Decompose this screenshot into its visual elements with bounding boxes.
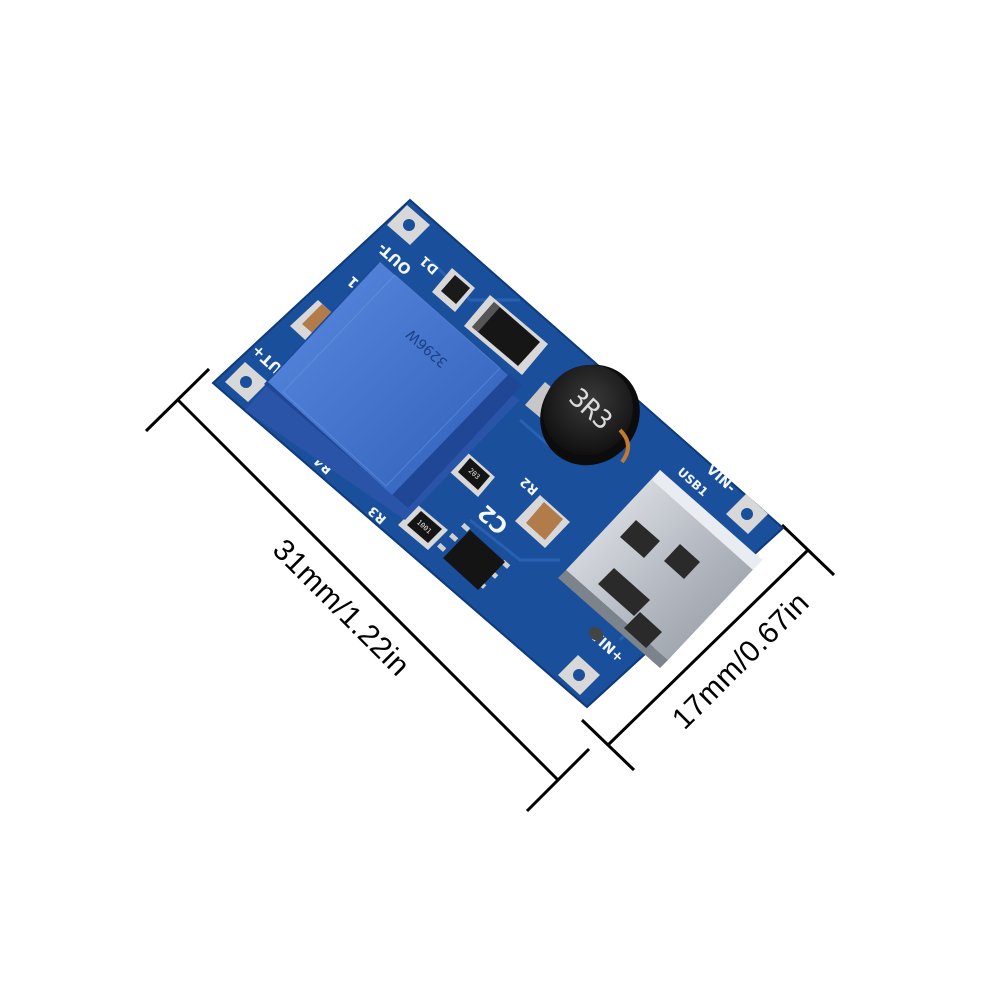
resistor-r2: 203 — [450, 452, 495, 497]
resistor-r3: 1001 — [398, 505, 448, 550]
inductor: 3R3 — [525, 364, 640, 466]
length-label: 31mm/1.22in — [266, 533, 416, 683]
schottky-diode — [464, 295, 548, 375]
potentiometer: 3296W — [245, 262, 522, 520]
pad-out-minus — [387, 205, 430, 245]
pcb-board: OUT- OUT+ VIN- VIN+ USB1 C1 D1 C2 R2 R3 … — [211, 198, 785, 709]
usb-c-connector — [558, 470, 762, 668]
diode-d1 — [432, 268, 475, 312]
pad-vin-plus — [558, 655, 600, 695]
capacitor-c1 — [290, 300, 342, 348]
pad-out-plus — [225, 362, 268, 402]
controller-ic — [437, 522, 511, 590]
capacitor-c2 — [515, 495, 570, 548]
pad-vin-minus — [726, 494, 768, 534]
